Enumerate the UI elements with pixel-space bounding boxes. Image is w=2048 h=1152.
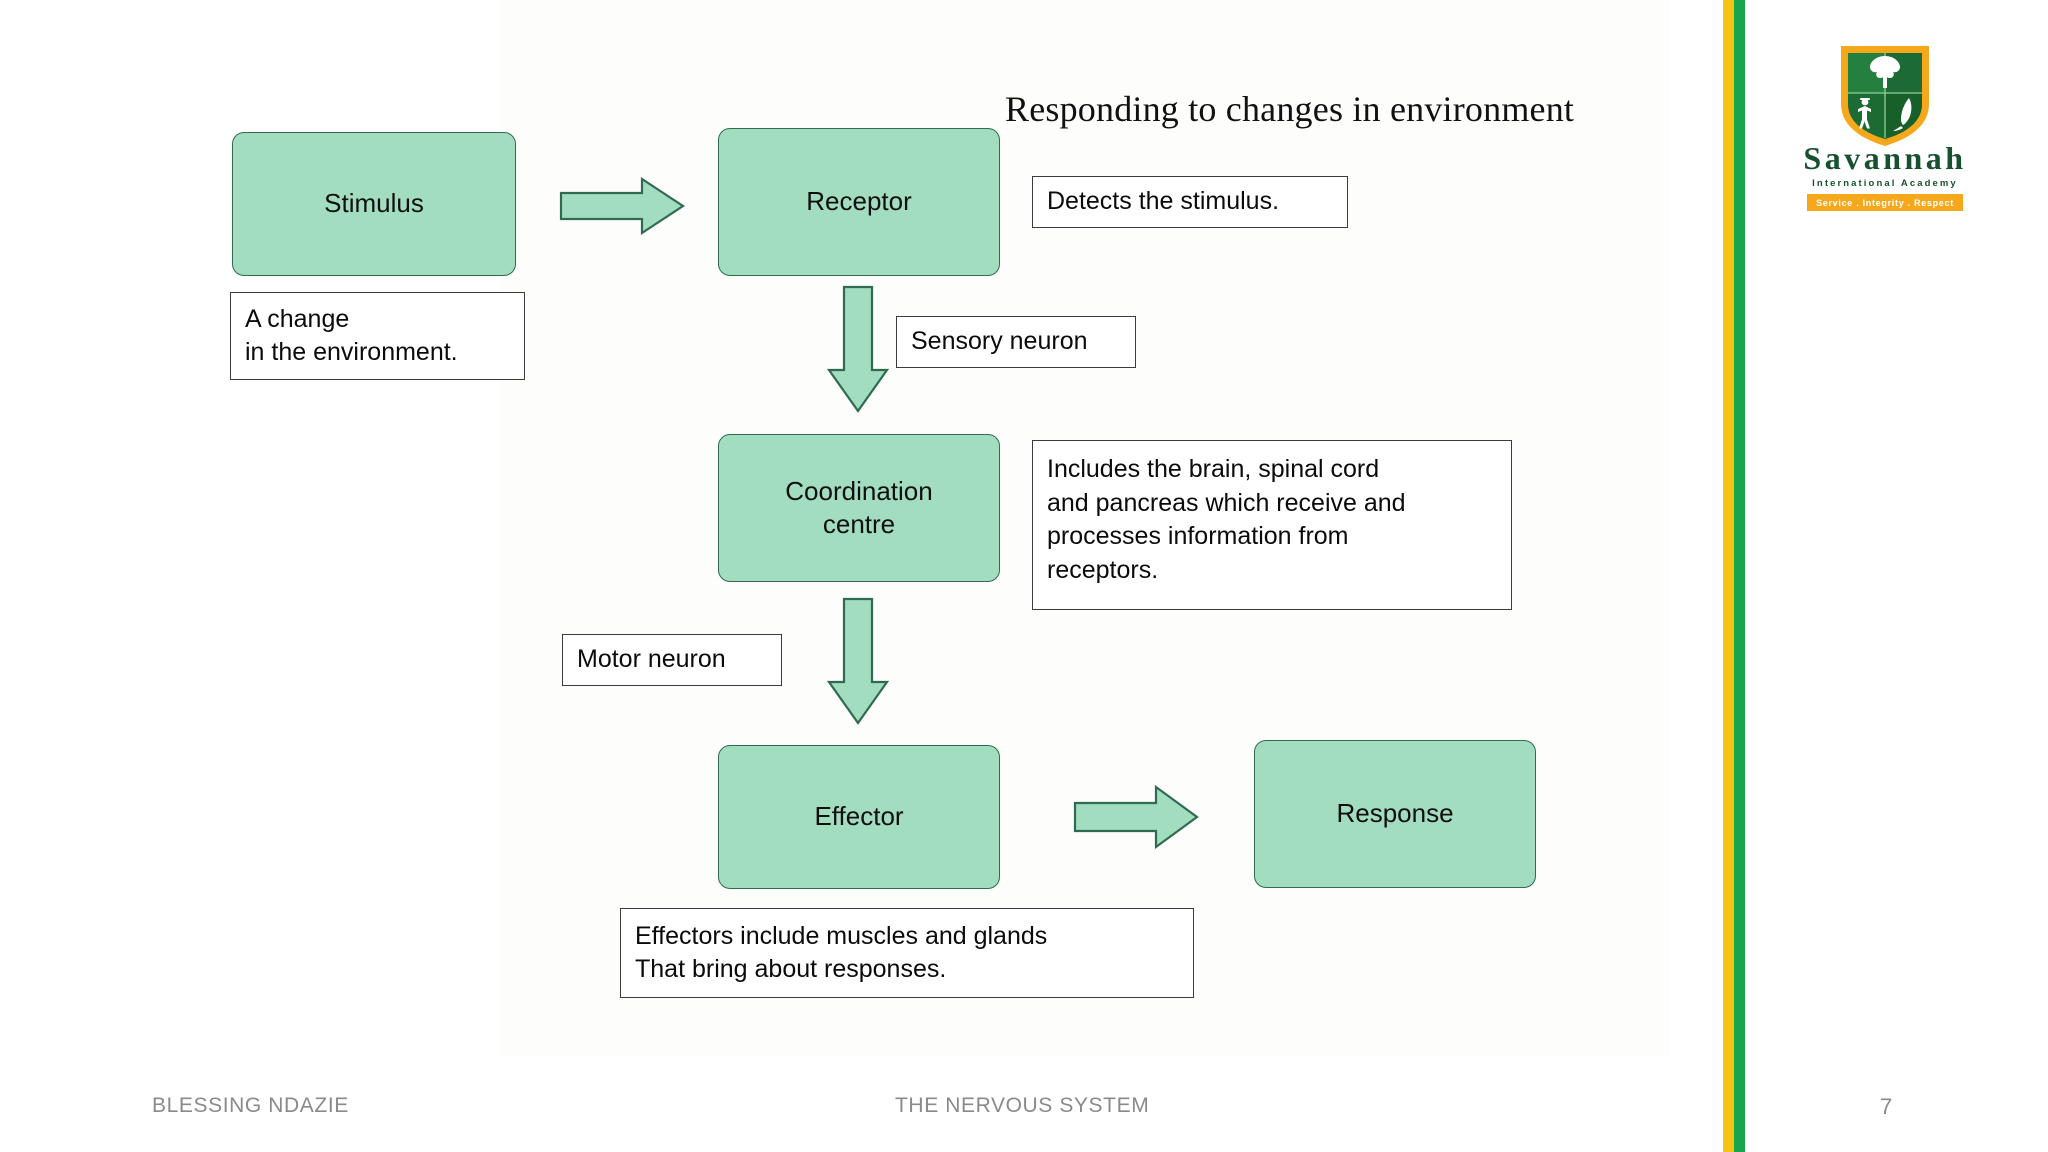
node-receptor[interactable]: Receptor <box>718 128 1000 276</box>
footer-author: BLESSING NDAZIE <box>152 1094 349 1117</box>
node-response-label: Response <box>1336 798 1454 829</box>
arrow-stimulus-to-receptor <box>559 176 686 236</box>
page-title: Responding to changes in environment <box>1005 89 1575 129</box>
node-receptor-label: Receptor <box>806 186 912 217</box>
annotation-sensory-neuron: Sensory neuron <box>896 316 1136 368</box>
arrow-effector-to-response <box>1073 784 1199 850</box>
annotation-stimulus-note: A change in the environment. <box>230 292 525 380</box>
annotation-coordination-note: Includes the brain, spinal cord and panc… <box>1032 440 1512 610</box>
logo-wordmark: Savannah <box>1803 140 1967 176</box>
arrow-receptor-to-coordination <box>826 285 890 413</box>
accent-stripe-green <box>1734 0 1745 1152</box>
annotation-coordination-note-line1: Includes the brain, spinal cord <box>1047 455 1380 483</box>
node-effector[interactable]: Effector <box>718 745 1000 889</box>
annotation-motor-neuron-text: Motor neuron <box>577 645 726 674</box>
logo-motto-banner: Service . Integrity . Respect <box>1807 194 1963 211</box>
node-coordination-centre[interactable]: Coordination centre <box>718 434 1000 582</box>
annotation-coordination-note-line2: and pancreas which receive and <box>1047 488 1406 517</box>
shield-icon <box>1841 46 1929 146</box>
accent-stripe-gold <box>1723 0 1734 1152</box>
annotation-coordination-note-line4: receptors. <box>1047 555 1159 584</box>
node-stimulus-label: Stimulus <box>324 188 424 219</box>
annotation-motor-neuron: Motor neuron <box>562 634 782 686</box>
node-response[interactable]: Response <box>1254 740 1536 888</box>
node-effector-label: Effector <box>814 801 904 832</box>
node-coordination-label-line1: Coordination <box>785 475 933 506</box>
school-logo: Savannah International Academy Service .… <box>1785 38 1985 218</box>
annotation-receptor-note-text: Detects the stimulus. <box>1047 187 1280 216</box>
annotation-stimulus-note-line2: in the environment. <box>245 338 458 366</box>
footer-topic: THE NERVOUS SYSTEM <box>895 1094 1150 1117</box>
annotation-receptor-note: Detects the stimulus. <box>1032 176 1348 228</box>
node-stimulus[interactable]: Stimulus <box>232 132 516 276</box>
annotation-effector-note-line2: That bring about responses. <box>635 955 947 983</box>
annotation-stimulus-note-line1: A change <box>245 304 350 333</box>
annotation-coordination-note-line3: processes information from <box>1047 522 1349 550</box>
annotation-effector-note: Effectors include muscles and glands Tha… <box>620 908 1194 998</box>
annotation-effector-note-line1: Effectors include muscles and glands <box>635 921 1048 950</box>
annotation-sensory-neuron-text: Sensory neuron <box>911 327 1088 356</box>
logo-motto-text: Service . Integrity . Respect <box>1816 197 1954 208</box>
arrow-coordination-to-effector <box>826 597 890 725</box>
logo-subtitle: International Academy <box>1812 178 1958 189</box>
node-coordination-label-line2: centre <box>822 509 896 539</box>
footer-page-number: 7 <box>1880 1094 1893 1119</box>
